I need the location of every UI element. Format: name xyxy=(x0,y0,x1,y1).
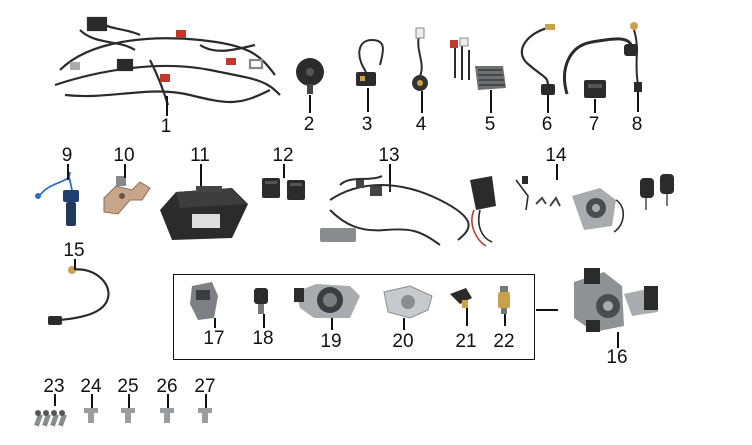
leader-27 xyxy=(205,394,207,408)
leader-25 xyxy=(128,394,130,408)
cable-with-connector-icon xyxy=(520,24,555,95)
leader-5 xyxy=(490,90,492,113)
leader-7 xyxy=(594,99,596,113)
switch-with-cable-icon xyxy=(356,38,384,86)
intake-manifold-icon xyxy=(383,285,433,319)
screws-set-icon xyxy=(34,410,67,427)
part-number-20: 20 xyxy=(392,331,414,352)
part-number-11: 11 xyxy=(190,145,210,166)
lock-set-icon xyxy=(470,174,674,247)
part-number-16: 16 xyxy=(606,347,628,368)
part-number-21: 21 xyxy=(455,331,477,352)
oxygen-sensor-icon xyxy=(48,266,110,325)
leader-11 xyxy=(200,164,202,186)
part-number-27: 27 xyxy=(194,376,216,397)
injector-icon xyxy=(498,286,510,314)
leader-8 xyxy=(637,92,639,112)
part-number-18: 18 xyxy=(252,328,274,349)
relays-icon xyxy=(262,178,305,200)
regulator-rectifier-icon xyxy=(450,37,506,90)
part-number-25: 25 xyxy=(117,376,139,397)
sensor-lead-icon xyxy=(630,22,642,92)
part-number-26: 26 xyxy=(156,376,178,397)
leader-15 xyxy=(74,259,76,270)
part-number-14: 14 xyxy=(545,145,567,166)
part-number-23: 23 xyxy=(43,376,65,397)
blue-sensor-icon xyxy=(35,171,79,226)
part-number-19: 19 xyxy=(320,331,342,352)
mounting-bracket-icon xyxy=(103,176,151,215)
part-number-22: 22 xyxy=(493,331,515,352)
part-number-10: 10 xyxy=(113,145,135,166)
leader-26 xyxy=(167,394,169,408)
bolt-26-icon xyxy=(160,408,174,423)
horn-icon xyxy=(296,58,324,94)
ecu-module-icon xyxy=(160,186,248,240)
part-number-8: 8 xyxy=(631,114,643,135)
leader-12 xyxy=(283,164,285,178)
leader-16 xyxy=(617,332,619,348)
leader-14 xyxy=(556,164,558,180)
part-number-17: 17 xyxy=(203,328,225,349)
sensor-block-icon xyxy=(190,282,218,320)
leader-4 xyxy=(421,91,423,113)
leader-17 xyxy=(214,318,216,328)
part-number-5: 5 xyxy=(484,114,496,135)
bolt-27-icon xyxy=(198,408,212,423)
throttle-body-assembly-icon xyxy=(574,268,658,332)
sub-harness-icon xyxy=(320,175,470,246)
part-number-12: 12 xyxy=(272,145,294,166)
part-number-9: 9 xyxy=(61,145,73,166)
leader-20 xyxy=(403,318,405,330)
leader-18 xyxy=(263,314,265,328)
bolt-24-icon xyxy=(84,408,98,423)
leader-21 xyxy=(466,308,468,326)
leader-22 xyxy=(504,314,506,326)
part-number-6: 6 xyxy=(541,114,553,135)
throttle-body-icon xyxy=(294,284,360,318)
idle-valve-icon xyxy=(254,288,268,314)
leader-10 xyxy=(124,164,126,178)
part-number-13: 13 xyxy=(378,145,400,166)
part-number-4: 4 xyxy=(415,114,427,135)
leader-19 xyxy=(331,318,333,330)
leader-2 xyxy=(309,95,311,113)
part-number-15: 15 xyxy=(63,240,85,261)
wiring-harness-icon xyxy=(54,16,281,106)
leader-13 xyxy=(389,164,391,182)
leader-24 xyxy=(91,394,93,408)
part-number-7: 7 xyxy=(588,114,600,135)
part-number-1: 1 xyxy=(160,116,172,137)
leader-1 xyxy=(166,96,168,116)
sensor-with-cable-icon xyxy=(412,27,428,91)
parts-group-connector xyxy=(536,309,558,311)
temperature-sensor-icon xyxy=(450,288,472,308)
ignition-coil-icon xyxy=(563,37,638,98)
leader-6 xyxy=(547,95,549,113)
part-number-2: 2 xyxy=(303,114,315,135)
parts-group-box xyxy=(173,274,535,360)
leader-3 xyxy=(367,88,369,112)
leader-23 xyxy=(54,394,56,406)
part-number-24: 24 xyxy=(80,376,102,397)
part-number-3: 3 xyxy=(361,114,373,135)
leader-9 xyxy=(67,164,69,180)
bolt-25-icon xyxy=(121,408,135,423)
